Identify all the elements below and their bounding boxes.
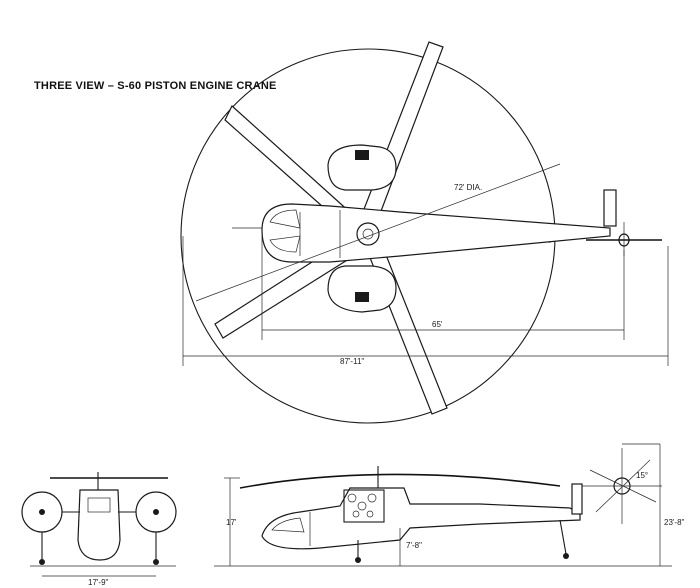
cockpit-window-upper — [269, 209, 301, 229]
rotor-hub — [356, 222, 380, 246]
front-view: 17'-9" — [21, 472, 177, 587]
dim-rotor-to-tail-label: 65' — [432, 320, 443, 329]
drawing-title: THREE VIEW – S-60 PISTON ENGINE CRANE — [34, 80, 277, 92]
side-cockpit-window — [271, 517, 305, 533]
dim-tail-height-label: 23'-8" — [664, 518, 685, 527]
side-view: 15° 23'-8" 17' 7'-8" — [214, 443, 685, 567]
cockpit-window-lower — [269, 235, 301, 253]
side-tail-gear — [559, 519, 567, 555]
engine-pod-lower — [327, 265, 397, 313]
top-view: 72' DIA. 65' 87'-11" — [180, 41, 669, 424]
top-fuselage — [232, 203, 611, 263]
top-fuselage-body — [261, 203, 611, 263]
tail-fin — [603, 189, 617, 227]
dim-clearance-label: 7'-8" — [406, 541, 422, 550]
rotor-blade-1 — [358, 41, 444, 228]
side-engine-detail — [343, 489, 385, 523]
front-fuselage — [77, 489, 121, 561]
dim-rotor-diameter-label: 72' DIA. — [454, 183, 482, 192]
side-rotor-blade — [239, 473, 561, 489]
tail-angle-line — [595, 459, 651, 513]
dim-front-width-label: 17'-9" — [88, 578, 109, 587]
dim-rotor-diameter-line — [195, 163, 561, 302]
engine-pod-lower-intake — [355, 292, 369, 302]
dim-front-height-label: 17' — [226, 518, 237, 527]
dim-overall-length-label: 87'-11" — [340, 357, 364, 366]
dim-tail-angle-label: 15° — [636, 471, 648, 480]
top-tail — [586, 189, 662, 256]
top-dimensions: 72' DIA. 65' 87'-11" — [182, 163, 669, 366]
engine-pod-upper — [327, 144, 397, 191]
engine-pods — [327, 144, 397, 313]
engine-pod-upper-intake — [355, 150, 369, 160]
